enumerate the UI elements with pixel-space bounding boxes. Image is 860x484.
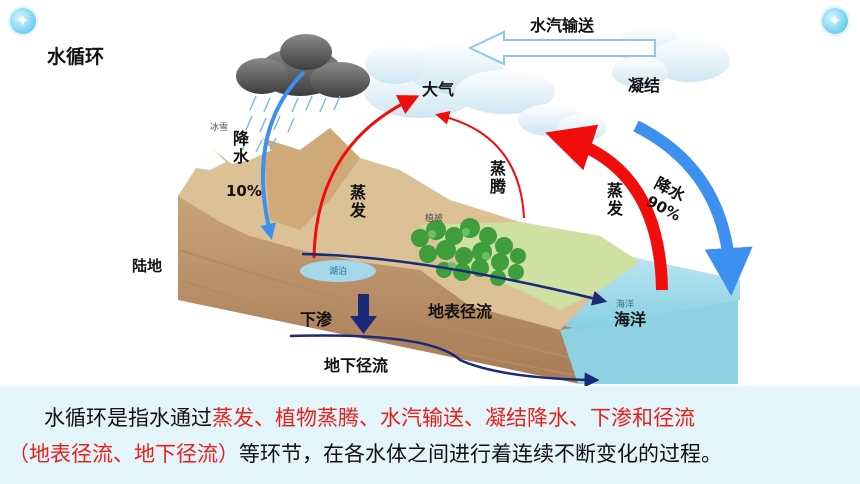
label-ocean-small: 海洋: [616, 300, 635, 310]
caption-line-2-plain: 等环节，在各水体之间进行着连续不断变化的过程。: [239, 442, 722, 466]
groundwater-runoff-arrow: [289, 334, 600, 388]
vapor-transport-arrow: [467, 30, 656, 66]
land-evaporation-arrow: [312, 95, 420, 259]
caption-line-1: 水循环是指水通过蒸发、植物蒸腾、水汽输送、凝结降水、下渗和径流: [0, 402, 860, 432]
rain-cloud: [236, 34, 370, 98]
lake-shape: [300, 260, 376, 282]
clouds: [364, 26, 730, 142]
label-land-precipitation: 降水: [230, 130, 249, 166]
surface-runoff-arrow: [301, 252, 608, 306]
label-groundwater-runoff: 地下径流: [324, 356, 389, 375]
sea-precipitation-arrow: [633, 120, 753, 296]
label-ocean: 海洋: [614, 310, 647, 329]
land-precipitation-arrow: [260, 70, 306, 240]
caption-line-2-highlight: （地表径流、地下径流）: [8, 442, 239, 466]
label-infiltration: 下渗: [300, 310, 333, 329]
label-land-evaporation: 蒸发: [347, 184, 366, 220]
transpiration-arrow: [435, 110, 525, 219]
label-snow: 冰雪: [210, 123, 229, 133]
label-condensation: 凝结: [628, 76, 661, 95]
caption-line-2: （地表径流、地下径流）等环节，在各水体之间进行着连续不断变化的过程。: [8, 438, 860, 468]
label-lake: 湖泊: [329, 267, 348, 277]
caption-line-1-highlight: 蒸发、植物蒸腾、水汽输送、凝结降水、下渗和径流: [212, 406, 695, 430]
terrain: [178, 128, 640, 330]
sea-evaporation-arrow: [545, 124, 668, 291]
caption-line-1-plain: 水循环是指水通过: [44, 406, 212, 430]
label-land-precipitation-pct: 10%: [226, 182, 262, 200]
caption-box: 水循环是指水通过蒸发、植物蒸腾、水汽输送、凝结降水、下渗和径流 （地表径流、地下…: [0, 386, 860, 484]
label-surface-runoff: 地表径流: [428, 302, 493, 321]
label-atmosphere: 大气: [422, 80, 455, 99]
corner-badge-icon: ✦: [8, 6, 38, 36]
corner-badge-icon: ✦: [820, 6, 850, 36]
label-vapor-transport: 水汽输送: [530, 16, 595, 35]
diagram-title: 水循环: [47, 46, 105, 68]
label-transpiration: 蒸腾: [487, 160, 506, 196]
label-sea-evaporation: 蒸发: [604, 182, 623, 218]
label-vegetation: 植被: [425, 214, 444, 224]
label-land: 陆地: [132, 257, 163, 275]
infiltration-arrow-icon: [350, 294, 377, 334]
